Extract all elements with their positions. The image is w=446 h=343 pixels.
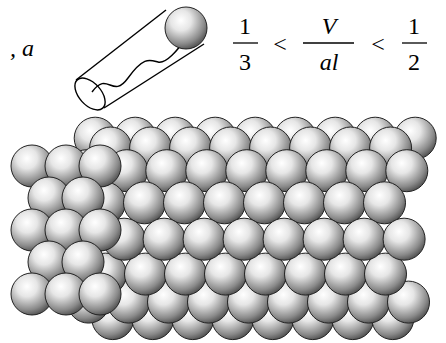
formula-part: V [322, 14, 337, 38]
sphere [284, 182, 326, 224]
sphere [223, 218, 265, 260]
sphere [263, 218, 305, 260]
formula-part: < [371, 32, 385, 56]
sphere [164, 182, 206, 224]
sphere [383, 218, 425, 260]
sphere [303, 218, 345, 260]
fraction-bar [303, 42, 354, 43]
fraction-bar [233, 42, 258, 43]
formula-part: 1 [408, 14, 420, 38]
sphere [364, 182, 406, 224]
formula-part: al [320, 50, 339, 74]
formula-part: 1 [239, 14, 251, 38]
formula-part: 2 [408, 50, 420, 74]
formula-part: 3 [239, 50, 251, 74]
sphere [324, 182, 366, 224]
sphere [244, 182, 286, 224]
sphere [124, 182, 166, 224]
text-fragment: , a [10, 36, 34, 60]
sphere [204, 182, 246, 224]
sphere [183, 218, 225, 260]
sphere-packing [11, 117, 436, 339]
cone-figure [69, 7, 207, 115]
sphere [343, 218, 385, 260]
sphere [143, 218, 185, 260]
formula-part: < [273, 32, 287, 56]
sphere [79, 273, 121, 315]
fraction-bar [402, 42, 427, 43]
